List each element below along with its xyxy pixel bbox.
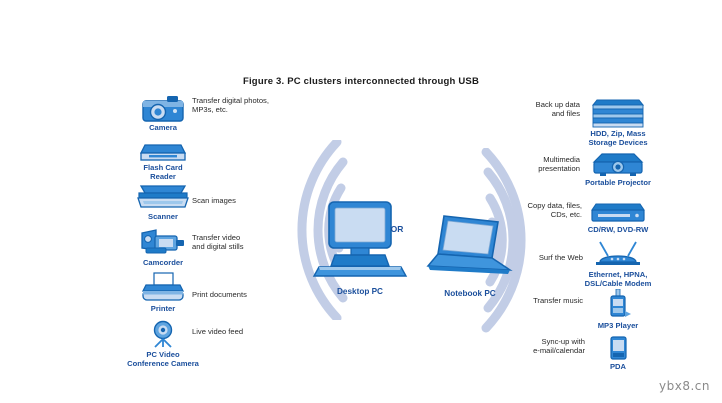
notebook-pc-node: Notebook PC — [400, 212, 540, 298]
device-label-camera: Camera — [149, 123, 177, 132]
device-label-pda: PDA — [609, 362, 627, 371]
modem-icon — [596, 241, 640, 265]
device-desc-scanner: Scan images — [192, 196, 236, 205]
webcam-icon — [153, 320, 173, 348]
device-label-printer: Printer — [150, 304, 176, 313]
device-node-printer: Printer — [103, 272, 223, 314]
projector-icon — [592, 153, 644, 176]
device-node-hdd-storage: HDD, Zip, Mass Storage Devices — [558, 99, 678, 147]
device-label-scanner: Scanner — [148, 212, 178, 221]
hdd-storage-icon — [591, 99, 645, 128]
or-label: OR — [390, 224, 404, 234]
desktop-pc-label: Desktop PC — [337, 287, 383, 296]
device-desc-mp3-player: Transfer music — [533, 296, 583, 305]
device-desc-hdd-storage: Back up data and files — [535, 100, 580, 119]
device-label-webcam: PC Video Conference Camera — [127, 350, 199, 368]
optical-drive-icon — [590, 203, 646, 222]
device-label-optical-drive: CD/RW, DVD-RW — [587, 225, 649, 234]
scanner-icon — [137, 185, 189, 208]
flash-card-reader-icon — [139, 144, 187, 161]
device-desc-pda: Sync-up with e-mail/calendar — [533, 337, 585, 356]
device-desc-printer: Print documents — [192, 290, 247, 299]
mp3-player-icon — [610, 289, 631, 317]
device-node-flash-card-reader: Flash Card Reader — [103, 143, 223, 181]
device-node-webcam: PC Video Conference Camera — [103, 320, 223, 368]
device-desc-optical-drive: Copy data, files, CDs, etc. — [527, 201, 582, 220]
desktop-pc-node: Desktop PC — [290, 200, 430, 296]
device-label-flash-card-reader: Flash Card Reader — [143, 163, 183, 181]
device-node-optical-drive: CD/RW, DVD-RW — [558, 203, 678, 235]
notebook-pc-icon — [426, 215, 513, 274]
device-node-modem: Ethernet, HPNA, DSL/Cable Modem — [558, 240, 678, 288]
pda-icon — [610, 336, 627, 360]
device-label-modem: Ethernet, HPNA, DSL/Cable Modem — [584, 270, 652, 288]
camera-icon — [142, 96, 184, 122]
camcorder-icon — [141, 229, 184, 254]
device-desc-webcam: Live video feed — [192, 327, 244, 336]
watermark: ybx8.cn — [659, 379, 710, 393]
desktop-pc-icon — [312, 201, 408, 277]
device-node-camera: Camera — [103, 93, 223, 133]
device-desc-camera: Transfer digital photos, MP3s, etc. — [192, 96, 269, 115]
notebook-pc-label: Notebook PC — [444, 289, 496, 298]
device-desc-projector: Multimedia presentation — [538, 155, 580, 174]
device-node-camcorder: Camcorder — [103, 228, 223, 268]
device-label-hdd-storage: HDD, Zip, Mass Storage Devices — [588, 129, 648, 147]
device-node-pda: PDA — [558, 336, 678, 372]
device-desc-camcorder: Transfer video and digital stills — [192, 233, 244, 252]
printer-icon — [141, 272, 185, 301]
device-node-projector: Portable Projector — [558, 152, 678, 188]
device-node-mp3-player: MP3 Player — [558, 289, 678, 331]
device-label-projector: Portable Projector — [585, 178, 651, 187]
device-label-camcorder: Camcorder — [142, 258, 184, 267]
device-desc-modem: Surf the Web — [538, 253, 583, 262]
device-label-mp3-player: MP3 Player — [597, 321, 639, 330]
figure-title: Figure 3. PC clusters interconnected thr… — [242, 76, 480, 87]
device-node-scanner: Scanner — [103, 184, 223, 222]
